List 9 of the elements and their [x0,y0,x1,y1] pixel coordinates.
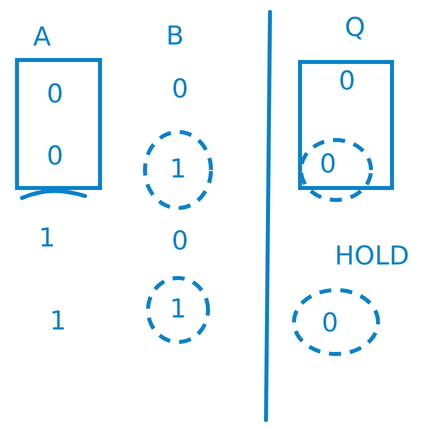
label: B [168,26,182,44]
label: 0 [173,230,187,250]
node-label: Q [346,16,364,40]
label: 1 [42,228,53,246]
node-label: A [33,26,51,46]
label: 0 [173,78,187,98]
box: A 0 0 [15,26,102,190]
label: 1 [52,310,64,330]
node-label: HOLD [337,245,408,265]
